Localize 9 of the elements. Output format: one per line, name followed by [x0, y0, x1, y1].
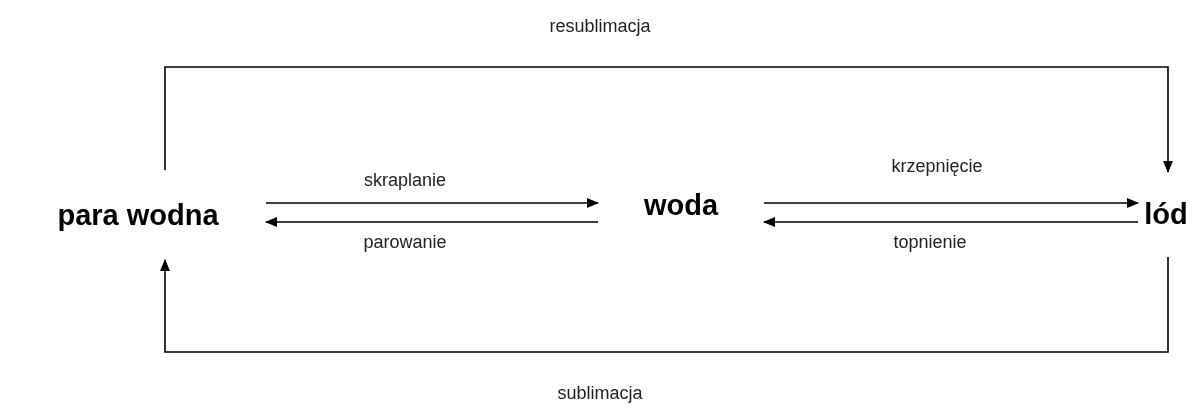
arrow: [160, 256, 1169, 353]
state-label: para wodna: [57, 198, 219, 232]
arrow: [265, 198, 599, 208]
arrow: [763, 198, 1139, 208]
arrow: [164, 66, 1173, 173]
state-label: woda: [643, 188, 719, 222]
arrow: [763, 217, 1139, 227]
state-label: lód: [1144, 198, 1188, 231]
arrow: [265, 217, 599, 227]
